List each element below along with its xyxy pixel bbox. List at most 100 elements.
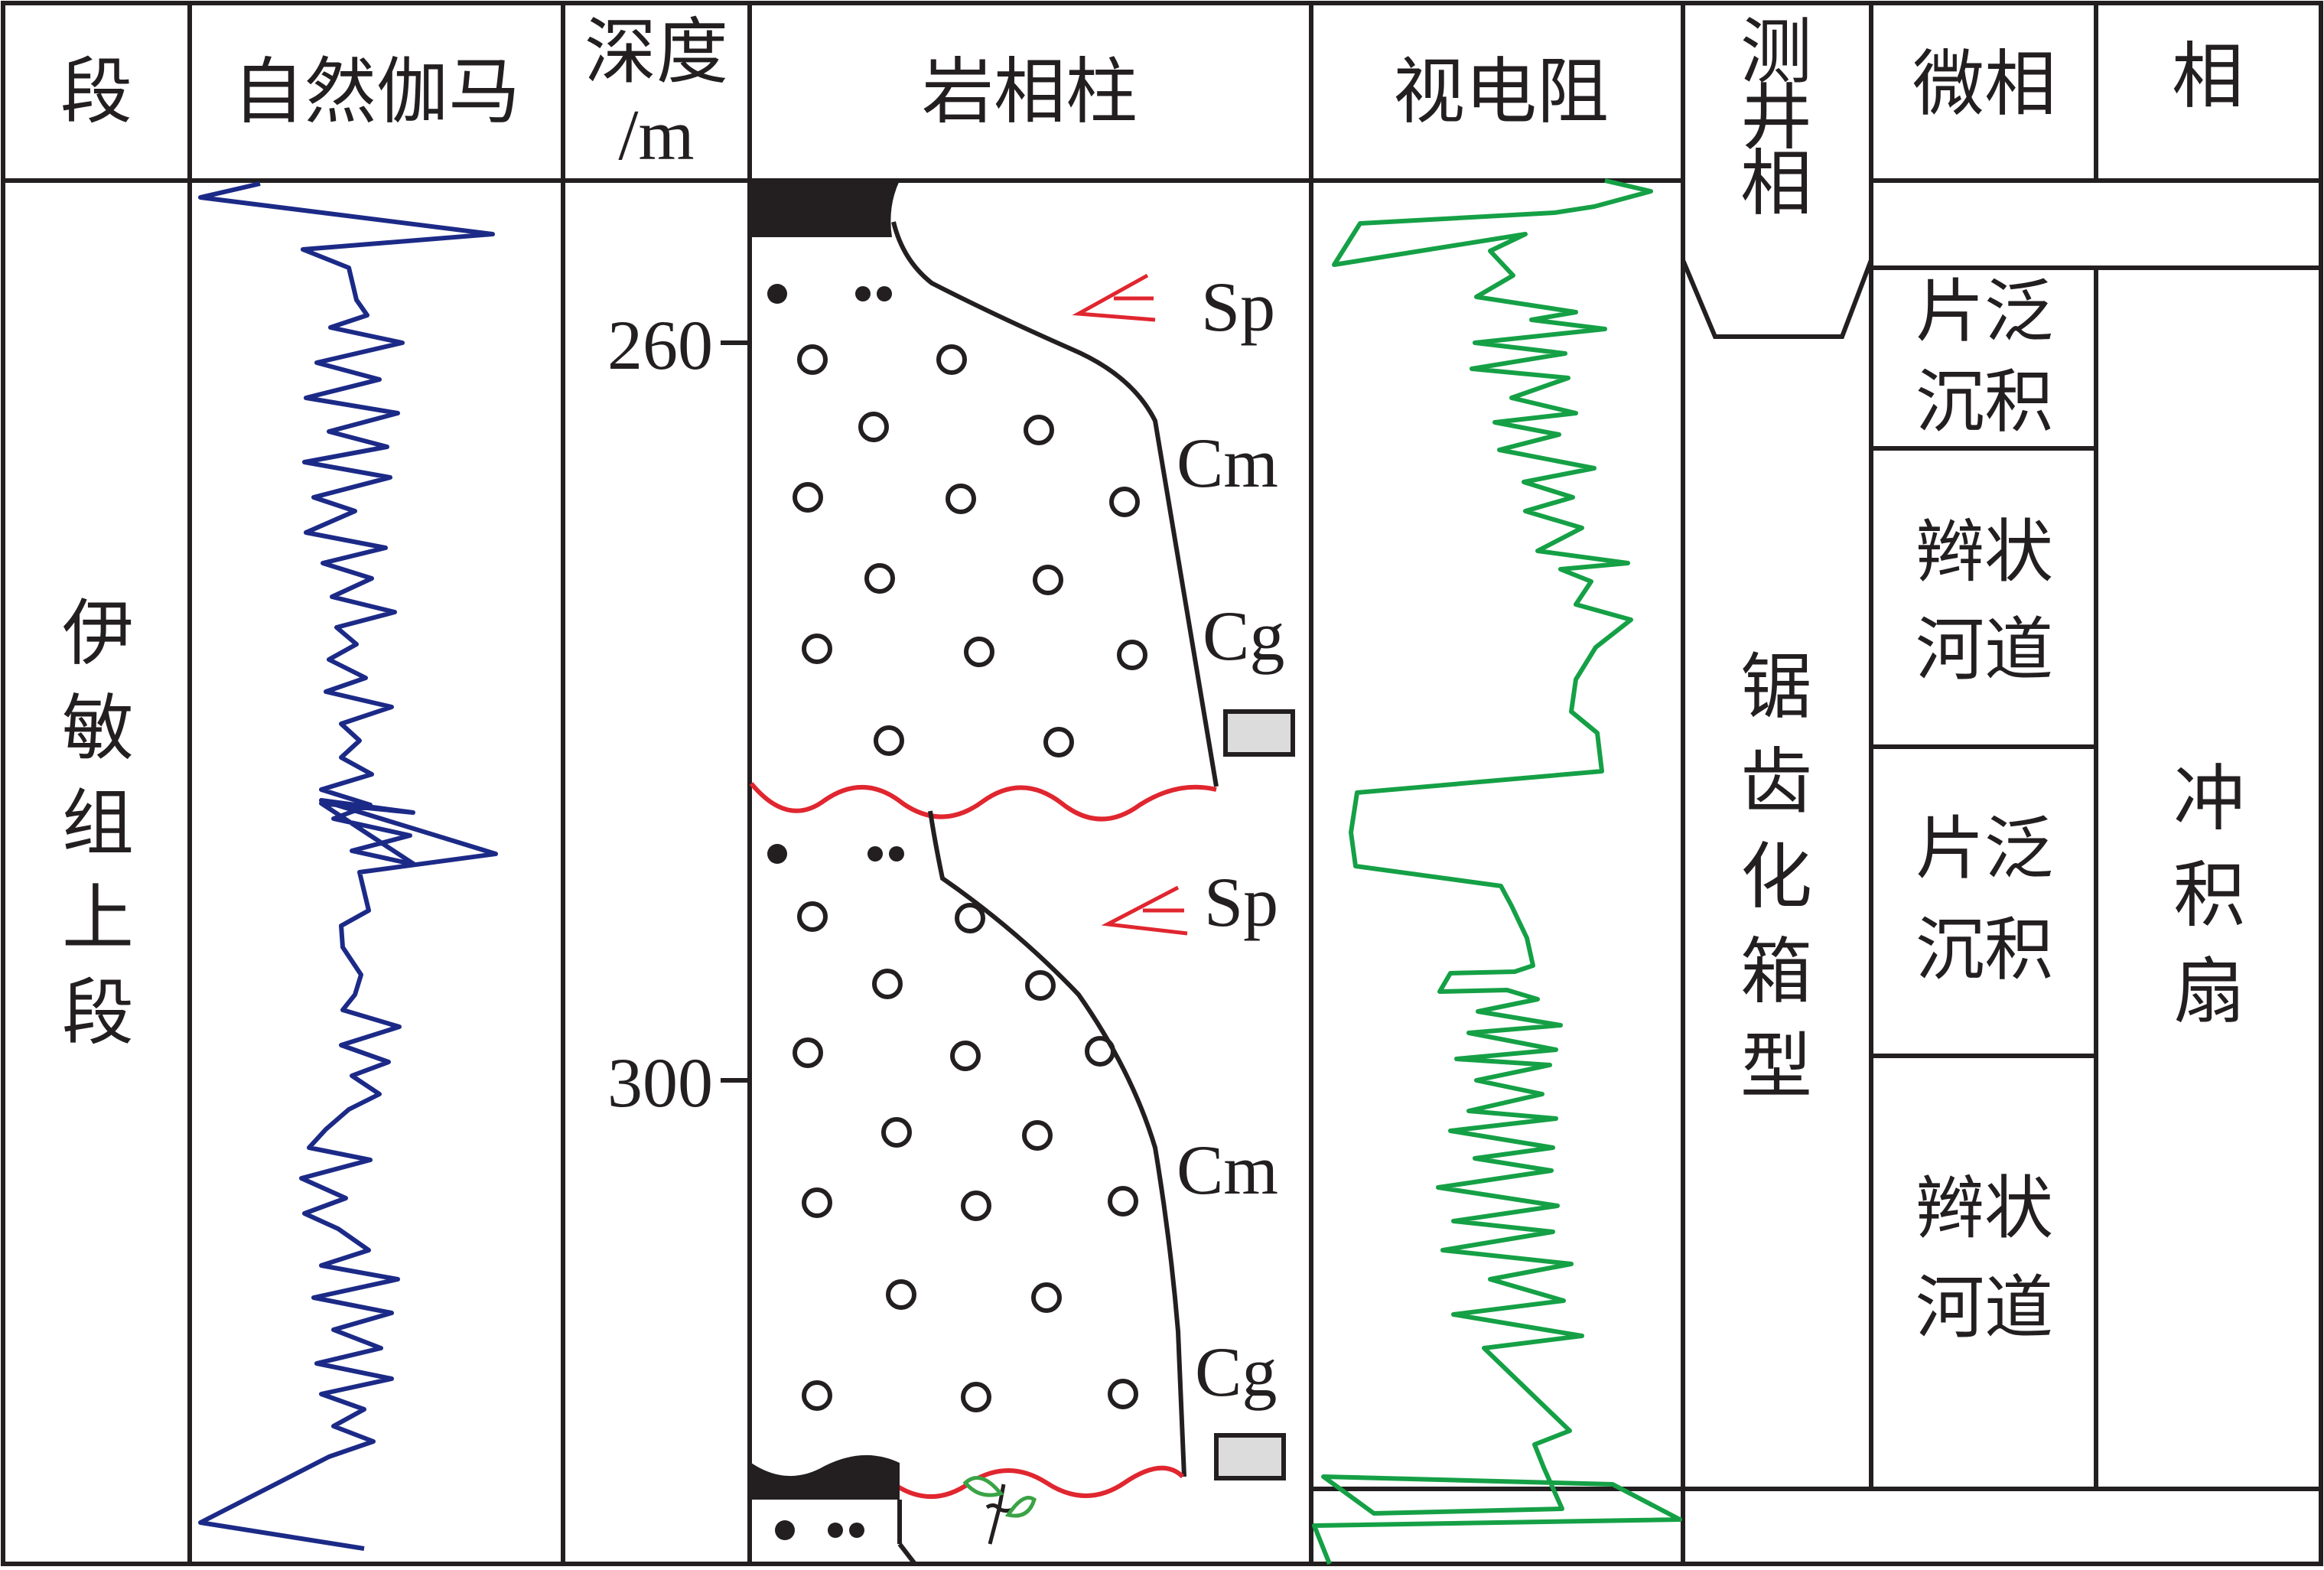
header-depth-2: /m (618, 96, 694, 175)
resistivity-curve (1312, 178, 1682, 1565)
cross-bedding-symbol-lower (1101, 885, 1188, 936)
pebble (961, 1382, 991, 1412)
header-row: 段 自然伽马 深度 /m 岩相柱 视电阻 测井相 微相 相 (60, 11, 2244, 226)
microfacies-line: 片泛 (1916, 272, 2053, 352)
header-logfacies: 测井相 (1740, 11, 1812, 226)
erosion-surface-lower (895, 1465, 1185, 1500)
header-logfacies-text: 测井相 (1740, 11, 1812, 226)
facies-label: 冲积扇 (2173, 757, 2245, 1034)
vertical-char: 段 (62, 972, 134, 1055)
log-facies-label: 锯齿化箱型 (1740, 646, 1812, 1109)
coal-bed-top (751, 181, 900, 237)
pebble (936, 344, 967, 375)
pebble (1117, 640, 1147, 670)
pebble (1025, 970, 1056, 1001)
pebble (872, 969, 903, 999)
vertical-char: 井 (1740, 77, 1812, 160)
header-duan: 段 (60, 50, 132, 134)
microfacies-line: 辫状 (1916, 512, 2053, 592)
header-microfacies: 微相 (1912, 43, 2056, 126)
pebble (946, 484, 976, 514)
vertical-char: 锯 (1740, 646, 1812, 729)
pebble (1031, 1282, 1062, 1313)
microfacies-line: 辫状 (1916, 1168, 2053, 1249)
pebble (1108, 1379, 1138, 1409)
header-lithology: 岩相柱 (922, 50, 1138, 134)
pebble (874, 725, 904, 756)
pebble (793, 482, 823, 513)
bottom-bed-boundary-tail (897, 1542, 917, 1565)
microfacies-line: 河道 (1916, 1268, 2053, 1348)
microfacies-braided-channel-1: 辫状河道 (1916, 512, 2053, 690)
header-depth-1: 深度 (584, 11, 728, 94)
pebble (1109, 487, 1140, 517)
vertical-char: 扇 (2173, 950, 2245, 1034)
vertical-char: 箱 (1740, 930, 1812, 1014)
gamma-ray-curve (198, 181, 498, 1551)
cross-bedding-symbol-upper (1072, 273, 1156, 322)
pebble (797, 901, 828, 932)
vertical-char: 组 (62, 782, 134, 865)
code-sp-upper: Sp (1201, 268, 1275, 346)
microfacies-braided-channel-2: 辫状河道 (1916, 1168, 2053, 1348)
granule-dots (767, 284, 904, 1540)
pebble (858, 412, 889, 442)
pebble (1085, 1036, 1115, 1067)
pebble (961, 1191, 991, 1221)
erosion-surface-upper (749, 782, 1217, 822)
pebble (793, 1037, 823, 1068)
code-cg-lower: Cg (1195, 1333, 1277, 1411)
member-label: 伊敏组上段 (62, 592, 134, 1055)
code-cm-lower: Cm (1177, 1131, 1278, 1209)
gravel-pebbles (793, 344, 1147, 1412)
vertical-char: 上 (62, 877, 134, 960)
pebble (802, 1380, 832, 1411)
vertical-char: 相 (1740, 142, 1812, 226)
member-text: 伊敏组上段 (62, 592, 134, 1055)
vertical-char: 测 (1740, 11, 1812, 94)
microfacies-sheetflood-1: 片泛沉积 (1916, 272, 2053, 442)
vertical-char: 化 (1740, 835, 1812, 919)
vertical-char: 敏 (62, 687, 134, 770)
pebble (1022, 1120, 1053, 1151)
lithology-column: Sp Cm Cg Sp Cm Cg (749, 181, 1295, 1565)
pebble (881, 1117, 912, 1148)
depth-axis: 260 300 (607, 306, 750, 1122)
vertical-char: 型 (1740, 1025, 1812, 1109)
code-sp-lower: Sp (1204, 863, 1278, 941)
vertical-char: 齿 (1740, 741, 1812, 824)
code-cm-upper: Cm (1177, 424, 1278, 502)
gravel-box-lower (1214, 1433, 1286, 1480)
pebble (802, 1187, 832, 1218)
header-resistivity: 视电阻 (1393, 50, 1609, 134)
microfacies-labels: 片泛沉积 辫状河道 片泛沉积 辫状河道 (1916, 272, 2053, 1348)
pebble (1024, 415, 1054, 445)
microfacies-sheetflood-2: 片泛沉积 (1916, 809, 2053, 990)
pebble (964, 637, 994, 667)
header-facies: 相 (2172, 35, 2244, 119)
header-gamma: 自然伽马 (233, 50, 520, 134)
vertical-char: 伊 (62, 592, 134, 676)
depth-tick-300: 300 (607, 1044, 713, 1122)
pebble (864, 563, 895, 594)
pebble (886, 1279, 916, 1310)
grain-profile-lower (928, 810, 1186, 1477)
microfacies-line: 河道 (1916, 610, 2053, 690)
vertical-char: 积 (2173, 854, 2245, 937)
gravel-box-upper (1223, 709, 1295, 757)
pebble (802, 634, 832, 664)
depth-tick-260: 260 (607, 306, 713, 384)
pebble (1043, 727, 1074, 757)
microfacies-line: 沉积 (1916, 910, 2053, 990)
pebble (950, 1041, 981, 1071)
pebble (797, 344, 828, 375)
vertical-char: 冲 (2173, 757, 2245, 841)
coal-bed-bottom (751, 1454, 900, 1500)
grain-profile-upper (891, 221, 1219, 787)
log-facies-text: 锯齿化箱型 (1740, 646, 1812, 1109)
pebble (1033, 565, 1063, 595)
facies-text: 冲积扇 (2173, 757, 2245, 1034)
code-cg-upper: Cg (1203, 597, 1284, 675)
